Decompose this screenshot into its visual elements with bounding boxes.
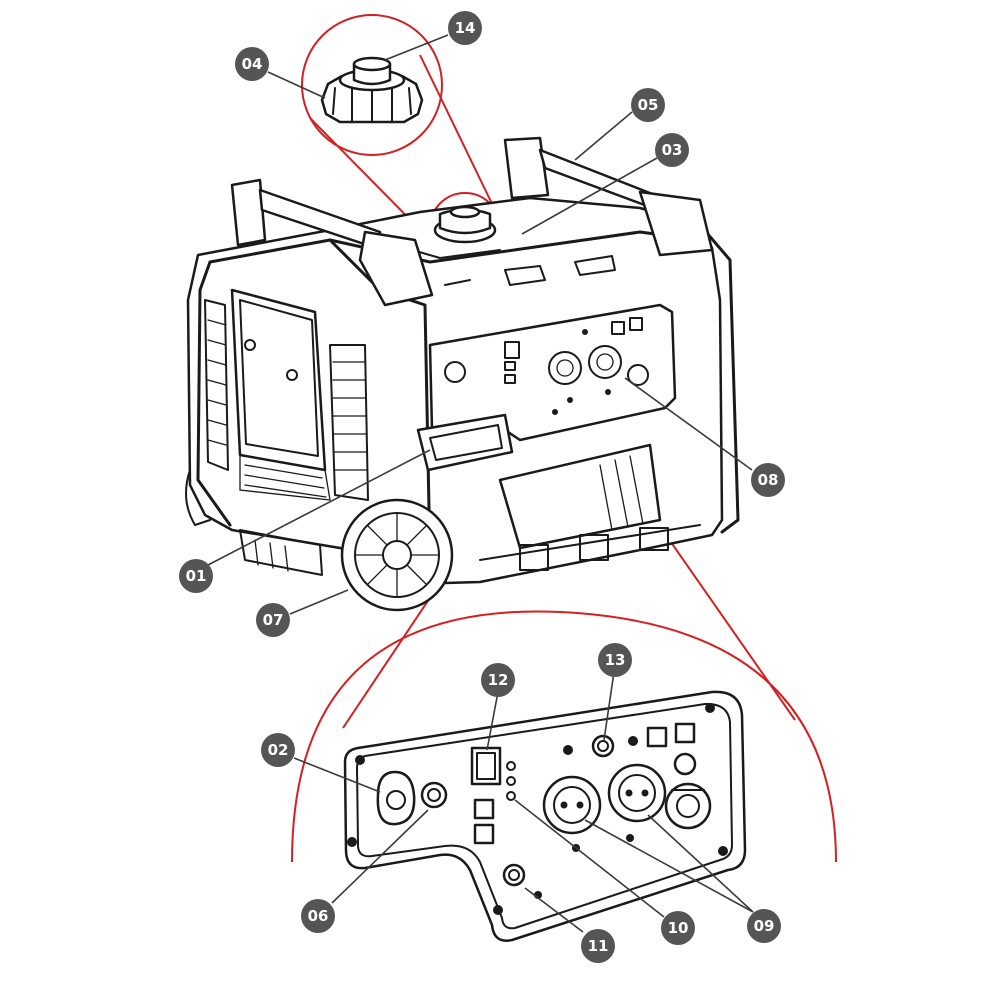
badge-circle <box>179 559 213 593</box>
callout-badge-01: 01 <box>179 559 213 593</box>
badge-circle <box>261 733 295 767</box>
callout-badge-02: 02 <box>261 733 295 767</box>
badge-circle <box>448 11 482 45</box>
badge-label: 06 <box>308 907 329 925</box>
leader-lines <box>207 34 754 933</box>
badge-label: 08 <box>758 471 779 489</box>
wheel <box>340 498 454 612</box>
callout-badge-03: 03 <box>655 133 689 167</box>
parallel-port <box>591 734 615 758</box>
badge-circle <box>235 47 269 81</box>
carry-handles <box>230 136 714 307</box>
ac-outlets <box>542 763 667 835</box>
fuel-cap-detail <box>320 56 424 124</box>
badge-circle <box>481 663 515 697</box>
callout-badge-13: 13 <box>598 643 632 677</box>
callout-badge-14: 14 <box>448 11 482 45</box>
zoom-leader-right <box>419 54 497 213</box>
badge-label: 10 <box>668 919 689 937</box>
callout-badge-04: 04 <box>235 47 269 81</box>
dc-socket <box>664 782 712 830</box>
eco-button <box>473 798 495 820</box>
fuel-cap-zoom-circle <box>301 14 443 156</box>
badge-circle <box>655 133 689 167</box>
callout-badge-07: 07 <box>256 603 290 637</box>
panel-zoom-arc <box>291 610 837 863</box>
badge-label: 02 <box>268 741 289 759</box>
badge-label: 09 <box>754 917 775 935</box>
badge-label: 04 <box>242 55 263 73</box>
badge-label: 05 <box>638 96 659 114</box>
badge-label: 13 <box>605 651 626 669</box>
choke-knob <box>376 770 416 826</box>
callout-badge-11: 11 <box>581 929 615 963</box>
badge-label: 11 <box>588 937 609 955</box>
callout-badge-09: 09 <box>747 909 781 943</box>
fuel-cap <box>433 205 497 244</box>
badge-circle <box>256 603 290 637</box>
callout-badges: 14 04 05 03 08 01 07 13 <box>179 11 785 963</box>
badge-circle <box>747 909 781 943</box>
badge-label: 03 <box>662 141 683 159</box>
control-panel-detail <box>343 690 747 942</box>
callout-badge-12: 12 <box>481 663 515 697</box>
callout-badge-10: 10 <box>661 911 695 945</box>
callout-badge-08: 08 <box>751 463 785 497</box>
callout-badge-06: 06 <box>301 899 335 933</box>
badge-circle <box>301 899 335 933</box>
badge-label: 12 <box>488 671 509 689</box>
badge-circle <box>581 929 615 963</box>
usb-port <box>420 781 448 809</box>
badge-circle <box>631 88 665 122</box>
callout-badge-05: 05 <box>631 88 665 122</box>
generator-body <box>185 196 740 585</box>
ground-terminal <box>502 863 526 887</box>
reset-button <box>473 823 495 845</box>
badge-circle <box>598 643 632 677</box>
badge-circle <box>661 911 695 945</box>
badge-circle <box>751 463 785 497</box>
badge-label: 01 <box>186 567 207 585</box>
badge-label: 14 <box>455 19 476 37</box>
badge-label: 07 <box>263 611 284 629</box>
